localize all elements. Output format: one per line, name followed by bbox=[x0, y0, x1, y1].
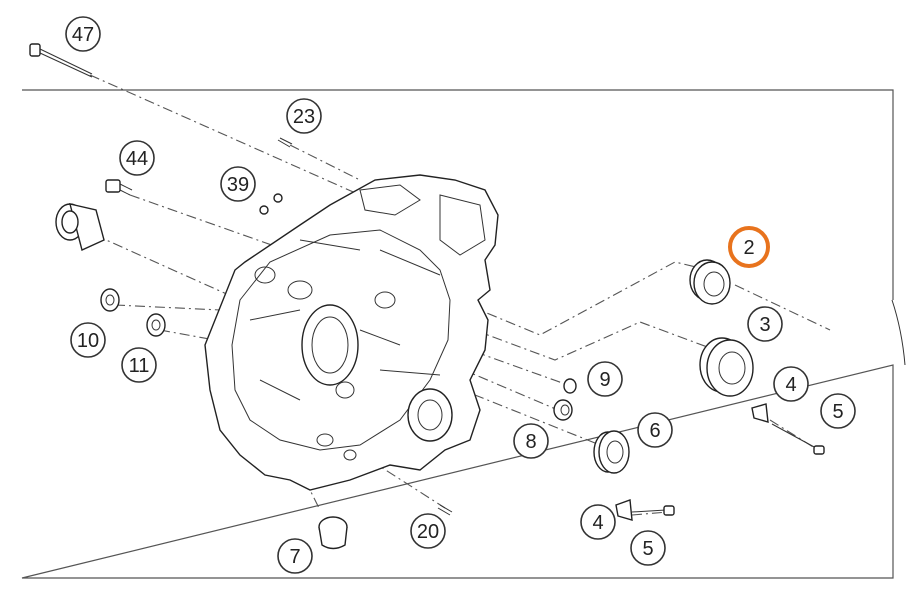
callout-5-lower[interactable]: 5 bbox=[630, 530, 666, 566]
callout-11[interactable]: 11 bbox=[121, 347, 157, 383]
callout-5-upper[interactable]: 5 bbox=[820, 393, 856, 429]
seal-11 bbox=[146, 313, 166, 337]
callout-label: 47 bbox=[72, 24, 94, 46]
callout-23[interactable]: 23 bbox=[286, 98, 322, 134]
callout-39[interactable]: 39 bbox=[220, 166, 256, 202]
bolt-44 bbox=[105, 179, 133, 196]
bushing-8 bbox=[553, 399, 573, 421]
bearing-6 bbox=[593, 430, 630, 474]
callout-label: 3 bbox=[759, 314, 770, 336]
screw-5b bbox=[631, 505, 675, 516]
callout-label: 23 bbox=[293, 106, 315, 128]
callout-label: 5 bbox=[642, 538, 653, 560]
callout-label: 39 bbox=[227, 174, 249, 196]
pin-23 bbox=[277, 137, 293, 148]
callout-label: 11 bbox=[129, 355, 150, 377]
callout-label: 4 bbox=[785, 374, 796, 396]
edge-curve bbox=[891, 299, 906, 366]
callout-47[interactable]: 47 bbox=[65, 16, 101, 52]
callout-9[interactable]: 9 bbox=[587, 361, 623, 397]
pin-20 bbox=[437, 504, 453, 516]
dowels-39 bbox=[259, 193, 283, 215]
sleeve-bushing bbox=[55, 203, 105, 251]
screw-5a bbox=[771, 423, 825, 455]
callout-label: 9 bbox=[599, 369, 610, 391]
callout-label: 10 bbox=[77, 330, 99, 352]
callout-44[interactable]: 44 bbox=[119, 140, 155, 176]
callout-label: 5 bbox=[832, 401, 843, 423]
callout-4-upper[interactable]: 4 bbox=[773, 366, 809, 402]
retainer-plate-4b bbox=[615, 499, 633, 521]
retainer-plate-4a bbox=[751, 403, 769, 423]
bearing-2 bbox=[689, 259, 731, 305]
callout-7[interactable]: 7 bbox=[277, 538, 313, 574]
callout-label: 7 bbox=[289, 546, 300, 568]
callout-3[interactable]: 3 bbox=[747, 306, 783, 342]
callout-label: 8 bbox=[525, 431, 536, 453]
callout-2[interactable]: 2 bbox=[728, 226, 770, 268]
callout-label: 20 bbox=[417, 521, 439, 543]
callout-label: 6 bbox=[649, 420, 660, 442]
leader-lines bbox=[89, 74, 831, 516]
bushing-7 bbox=[318, 516, 348, 550]
long-bolt-47 bbox=[29, 43, 93, 78]
crankcase-half bbox=[204, 174, 499, 491]
callout-8[interactable]: 8 bbox=[513, 423, 549, 459]
callout-label: 44 bbox=[126, 148, 148, 170]
seal-10 bbox=[100, 288, 120, 312]
callout-20[interactable]: 20 bbox=[410, 513, 446, 549]
callout-10[interactable]: 10 bbox=[70, 322, 106, 358]
callout-label: 4 bbox=[592, 512, 603, 534]
callout-6[interactable]: 6 bbox=[637, 412, 673, 448]
diagram-frame bbox=[21, 89, 894, 579]
callout-label: 2 bbox=[743, 237, 754, 259]
bearing-3 bbox=[699, 337, 754, 397]
callout-4-lower[interactable]: 4 bbox=[580, 504, 616, 540]
bushing-9 bbox=[563, 378, 577, 394]
